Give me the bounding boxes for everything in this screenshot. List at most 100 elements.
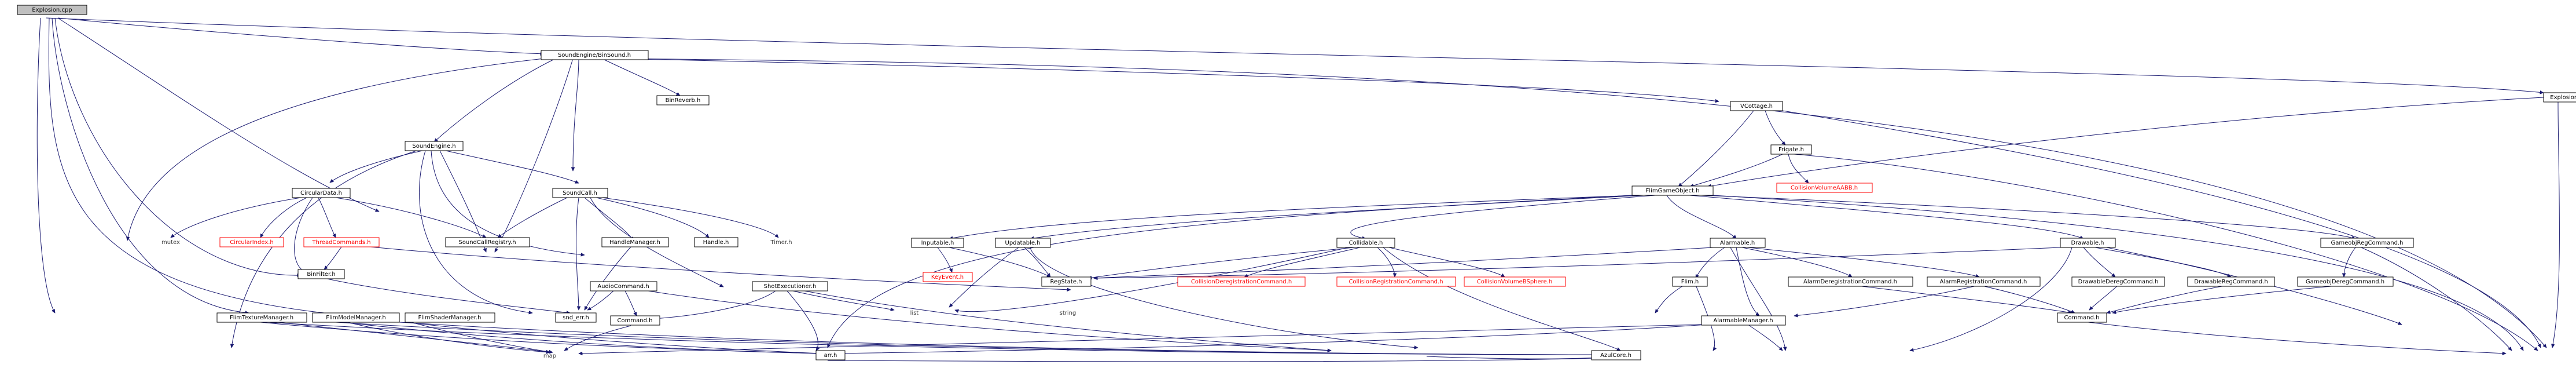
edge (1030, 247, 1418, 348)
node-audio-command[interactable]: AudioCommand.h (590, 281, 657, 292)
edge (937, 247, 952, 272)
node-collision-volume-aabb[interactable]: CollisionVolumeAABB.h (1776, 183, 1873, 193)
edge (260, 197, 307, 238)
edge (1377, 247, 1395, 277)
node-alarm-deregistration-command[interactable]: AlarmDeregistrationCommand.h (1788, 276, 1913, 287)
edge (431, 150, 585, 255)
node-explosion-cpp[interactable]: Explosion.cpp (17, 5, 87, 15)
node-sound-call-registry[interactable]: SoundCallRegistry.h (445, 237, 530, 247)
node-command-left[interactable]: Command.h (610, 315, 660, 326)
edge (949, 247, 1019, 307)
node-flim-model-manager[interactable]: FlimModelManager.h (312, 312, 400, 323)
edge (277, 322, 550, 352)
node-mutex[interactable]: mutex (161, 239, 180, 246)
edge (792, 290, 894, 310)
node-snd-err[interactable]: snd_err.h (555, 312, 597, 323)
node-label: Drawable.h (2071, 240, 2104, 246)
node-circular-index[interactable]: CircularIndex.h (219, 237, 284, 247)
node-circular-data[interactable]: CircularData.h (292, 188, 351, 198)
node-azul-core[interactable]: AzulCore.h (1591, 350, 1641, 360)
node-label: BinFilter.h (307, 271, 335, 278)
node-frigate[interactable]: Frigate.h (1770, 144, 1812, 155)
node-list[interactable]: list (910, 310, 919, 316)
node-thread-commands[interactable]: ThreadCommands.h (303, 237, 380, 247)
edge (833, 324, 1708, 354)
edge (2361, 247, 2512, 351)
node-flim-game-object[interactable]: FlimGameObject.h (1631, 185, 1714, 196)
edge (1689, 195, 2083, 239)
node-flim-shader-manager[interactable]: FlimShaderManager.h (405, 312, 495, 323)
node-bin-reverb[interactable]: BinReverb.h (656, 95, 710, 105)
node-label: Command.h (618, 318, 653, 324)
edge (573, 58, 579, 171)
node-sound-engine[interactable]: SoundEngine.h (405, 141, 464, 151)
node-label: Collidable.h (1349, 240, 1383, 246)
node-label: Flim.h (1681, 279, 1699, 285)
node-gameobj-reg-command[interactable]: GameobjRegCommand.h (2320, 238, 2414, 248)
node-label: BinReverb.h (666, 97, 701, 104)
node-sound-call[interactable]: SoundCall.h (552, 188, 608, 198)
node-vcottage[interactable]: VCottage.h (1730, 101, 1783, 111)
node-label: HandleManager.h (609, 239, 660, 246)
node-string[interactable]: string (1060, 310, 1076, 316)
edge (587, 290, 614, 311)
node-command-right[interactable]: Command.h (2057, 312, 2107, 323)
edge (584, 246, 631, 310)
node-label: Handle.h (703, 239, 729, 246)
edge (318, 197, 336, 238)
node-label: arr.h (824, 352, 837, 359)
node-collision-registration-command[interactable]: CollisionRegistrationCommand.h (1336, 276, 1456, 287)
edge (57, 17, 379, 212)
edge (601, 58, 680, 96)
node-gameobj-dereg-command[interactable]: GameobjDeregCommand.h (2297, 276, 2394, 287)
edge (2094, 247, 2231, 278)
node-bin-filter[interactable]: BinFilter.h (297, 269, 345, 279)
node-arr[interactable]: arr.h (815, 350, 846, 360)
edge (613, 58, 2546, 348)
edge (607, 58, 1719, 101)
node-handle[interactable]: Handle.h (694, 237, 738, 247)
edge (804, 290, 1331, 351)
node-alarmable[interactable]: Alarmable.h (1710, 238, 1766, 248)
edge (410, 322, 553, 352)
edge (1794, 154, 2538, 351)
node-key-event[interactable]: KeyEvent.h (923, 272, 973, 282)
node-inputable[interactable]: Inputable.h (911, 238, 964, 248)
node-collidable[interactable]: Collidable.h (1336, 238, 1395, 248)
node-flim-texture-manager[interactable]: FlimTextureManager.h (216, 312, 307, 323)
node-timer[interactable]: Timer.h (770, 239, 792, 246)
node-sound-engine-bin-sound[interactable]: SoundEngine/BinSound.h (541, 50, 649, 60)
node-map[interactable]: map (543, 353, 556, 359)
node-drawable-dereg-command[interactable]: DrawableDeregCommand.h (2071, 276, 2165, 287)
edge (596, 197, 709, 238)
edge (46, 17, 2544, 93)
edge (1426, 356, 1597, 359)
node-label: list (910, 310, 919, 316)
node-drawable[interactable]: Drawable.h (2060, 238, 2116, 248)
node-alarmable-manager[interactable]: AlarmableManager.h (1701, 315, 1786, 326)
node-alarm-registration-command[interactable]: AlarmRegistrationCommand.h (1927, 276, 2041, 287)
edge (48, 17, 353, 316)
edge (1713, 195, 2524, 351)
node-collision-volume-bsphere[interactable]: CollisionVolumeBSphere.h (1464, 276, 1566, 287)
edge (1244, 247, 1361, 278)
edge (498, 197, 568, 238)
node-collision-deregistration-command[interactable]: CollisionDeregistrationCommand.h (1177, 276, 1306, 287)
node-flim-h[interactable]: Flim.h (1672, 276, 1708, 287)
node-reg-state[interactable]: RegState.h (1041, 276, 1092, 287)
node-label: Inputable.h (921, 240, 954, 246)
edge (52, 17, 249, 313)
node-label: SoundCall.h (563, 190, 597, 196)
edge (324, 246, 342, 269)
node-updatable[interactable]: Updatable.h (995, 238, 1051, 248)
node-shot-executioner[interactable]: ShotExecutioner.h (752, 281, 828, 292)
edge (828, 195, 1633, 348)
node-drawable-reg-command[interactable]: DrawableRegCommand.h (2187, 276, 2275, 287)
node-handle-manager[interactable]: HandleManager.h (601, 237, 669, 247)
edge (2083, 247, 2115, 277)
node-label: Command.h (2064, 315, 2100, 321)
edge (494, 58, 574, 252)
node-explosion-h[interactable]: Explosion.h (2543, 92, 2576, 103)
edge (36, 17, 55, 313)
node-label: FlimModelManager.h (326, 315, 386, 321)
